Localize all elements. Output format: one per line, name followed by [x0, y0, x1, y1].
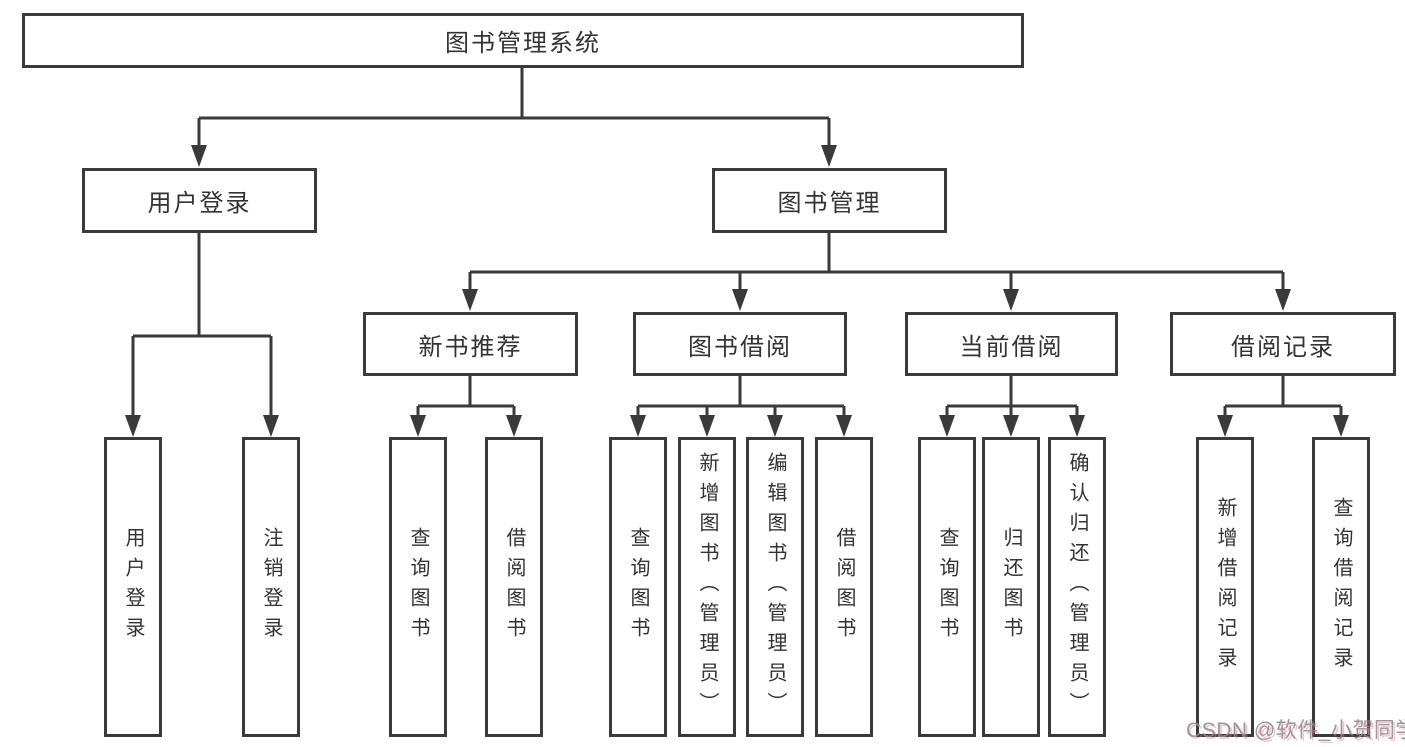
- leaf-label: 用户登录: [122, 527, 144, 647]
- leaf-borrow-query-books: 查询图书: [609, 437, 667, 737]
- node-label: 当前借阅: [959, 333, 1064, 361]
- leaf-current-query-books: 查询图书: [918, 437, 976, 737]
- node-label: 新书推荐: [418, 333, 523, 361]
- leaf-records-query-record: 查询借阅记录: [1312, 437, 1370, 737]
- node-label: 用户登录: [147, 190, 252, 217]
- node-new-book-recommend: 新书推荐: [363, 312, 578, 376]
- leaf-records-add-record: 新增借阅记录: [1196, 437, 1254, 737]
- leaf-current-return-books: 归还图书: [982, 437, 1040, 737]
- node-book-borrowing: 图书借阅: [633, 312, 847, 376]
- leaf-label: 编辑图书（管理员）: [764, 452, 786, 722]
- leaf-label: 归还图书: [1000, 527, 1022, 647]
- leaf-label: 查询图书: [627, 527, 649, 647]
- leaf-user-logout: 注销登录: [242, 437, 300, 737]
- leaf-label: 查询图书: [407, 527, 429, 647]
- leaf-label: 借阅图书: [503, 527, 525, 647]
- node-label: 图书管理系统: [445, 30, 601, 57]
- node-library-management-system: 图书管理系统: [22, 13, 1024, 68]
- leaf-current-confirm-return-admin: 确认归还（管理员）: [1048, 437, 1106, 737]
- node-borrowing-records: 借阅记录: [1170, 312, 1396, 376]
- leaf-label: 注销登录: [260, 527, 282, 647]
- node-label: 图书管理: [777, 190, 882, 217]
- leaf-label: 确认归还（管理员）: [1066, 452, 1088, 722]
- leaf-borrow-edit-books-admin: 编辑图书（管理员）: [746, 437, 804, 737]
- node-book-management: 图书管理: [712, 168, 947, 233]
- csdn-watermark: CSDN @软件_小贺同学: [1186, 719, 1405, 742]
- leaf-label: 查询图书: [936, 527, 958, 647]
- leaf-recommend-borrow-books: 借阅图书: [485, 437, 543, 737]
- leaf-borrow-borrow-books: 借阅图书: [815, 437, 873, 737]
- leaf-recommend-query-books: 查询图书: [389, 437, 447, 737]
- node-user-login: 用户登录: [82, 168, 317, 233]
- leaf-borrow-add-books-admin: 新增图书（管理员）: [678, 437, 736, 737]
- leaf-label: 新增借阅记录: [1214, 497, 1236, 677]
- node-label: 借阅记录: [1231, 333, 1335, 361]
- node-current-borrowing: 当前借阅: [905, 312, 1118, 376]
- leaf-label: 新增图书（管理员）: [696, 452, 718, 722]
- leaf-label: 借阅图书: [833, 527, 855, 647]
- leaf-user-login: 用户登录: [104, 437, 162, 737]
- leaf-label: 查询借阅记录: [1330, 497, 1352, 677]
- node-label: 图书借阅: [688, 333, 792, 361]
